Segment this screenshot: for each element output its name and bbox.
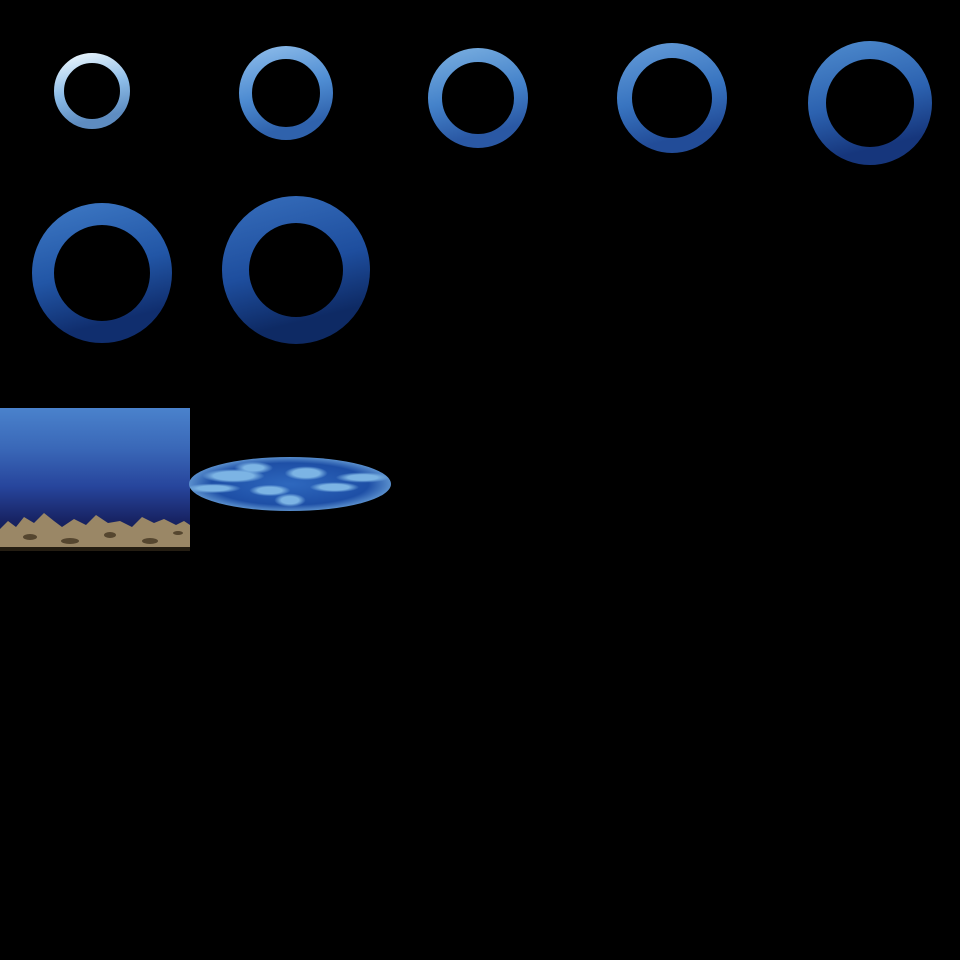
water-surface-sprite — [189, 457, 391, 511]
rock-shadow-spot — [173, 531, 183, 535]
underwater-background-tile — [0, 408, 190, 551]
rock-shadow-spot — [61, 538, 79, 544]
rock-shadow-spot — [23, 534, 37, 540]
ring-frame-2 — [239, 46, 333, 140]
rock-terrain — [0, 513, 190, 551]
ring-frame-7 — [222, 196, 370, 344]
rock-shadow-spot — [142, 538, 158, 544]
ring-frame-3 — [428, 48, 528, 148]
ring-frame-5 — [808, 41, 932, 165]
rock-terrain-shape — [0, 513, 190, 551]
rock-shadow-spot — [104, 532, 116, 538]
ring-frame-4 — [617, 43, 727, 153]
ring-frame-6 — [32, 203, 172, 343]
rock-base-shade — [0, 547, 190, 551]
ring-frame-1 — [54, 53, 130, 129]
